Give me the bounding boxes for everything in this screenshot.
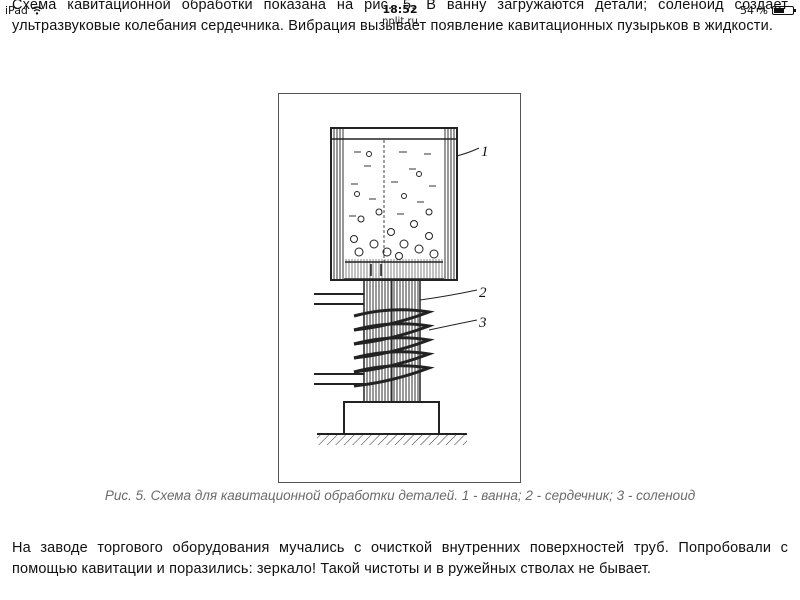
- status-right: 54 %: [740, 4, 796, 17]
- battery-percent: 54 %: [740, 4, 768, 17]
- label-1: 1: [481, 144, 489, 160]
- figure-caption: Рис. 5. Схема для кавитационной обработк…: [104, 488, 696, 503]
- bath: [330, 127, 458, 281]
- label-3: 3: [478, 315, 487, 331]
- device-name: iPad: [5, 4, 28, 17]
- battery-icon: [772, 6, 796, 15]
- status-bar: iPad 18:52 54 %: [0, 0, 800, 20]
- battery-fill: [774, 8, 784, 13]
- base: [317, 401, 467, 445]
- wifi-icon: [31, 6, 43, 15]
- paragraph-bottom: На заводе торгового оборудования мучалис…: [12, 540, 788, 577]
- url-bar[interactable]: nplit.ru: [382, 16, 418, 27]
- solenoid: [353, 308, 435, 388]
- paragraph-top: Схема кавитационной обработки показана н…: [12, 0, 788, 34]
- status-time: 18:52: [382, 3, 418, 16]
- label-2: 2: [479, 285, 487, 301]
- status-left: iPad: [5, 4, 43, 17]
- figure-cavitation-diagram: 1 2 3: [278, 93, 521, 483]
- cavitation-diagram-drawing: 1 2 3: [314, 127, 489, 445]
